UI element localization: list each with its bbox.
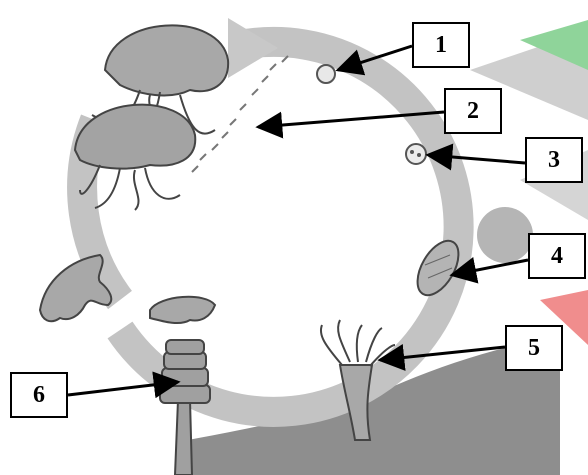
egg: [317, 65, 335, 83]
zygote: [406, 144, 426, 164]
label-box-6: 6: [10, 372, 68, 418]
young-medusa: [40, 255, 111, 321]
label-box-2: 2: [444, 88, 502, 134]
label-box-1: 1: [412, 22, 470, 68]
ephyra: [150, 297, 215, 323]
label-box-5: 5: [505, 325, 563, 371]
label-box-4: 4: [528, 233, 586, 279]
label-box-3: 3: [525, 137, 583, 183]
